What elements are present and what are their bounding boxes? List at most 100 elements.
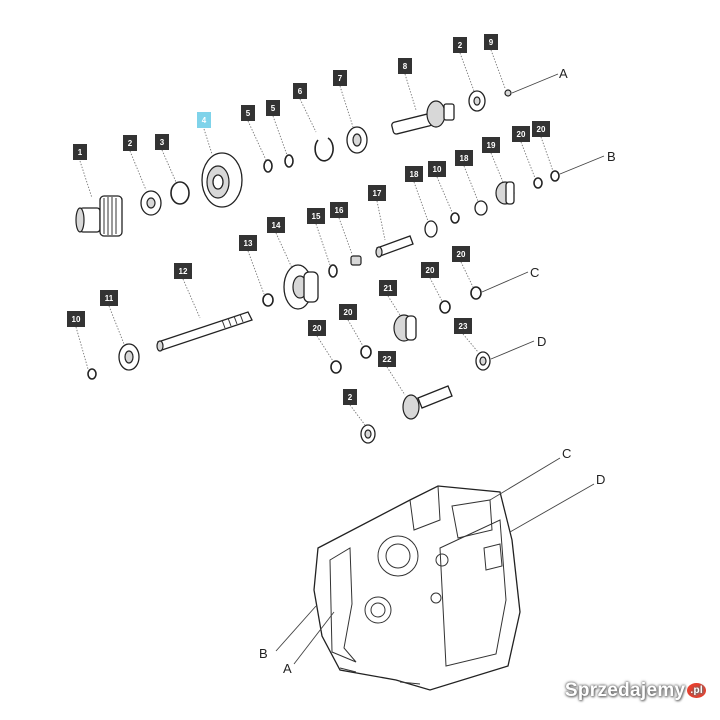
part-tag: 20 bbox=[339, 304, 357, 320]
part-5-ring-b bbox=[284, 154, 294, 168]
svg-text:20: 20 bbox=[517, 130, 526, 139]
svg-text:20: 20 bbox=[537, 125, 546, 134]
svg-text:2: 2 bbox=[458, 41, 463, 50]
svg-text:7: 7 bbox=[338, 74, 343, 83]
part-2-bearing-top bbox=[468, 90, 486, 112]
part-tag: 19 bbox=[482, 137, 500, 153]
part-tag: 14 bbox=[267, 217, 285, 233]
part-tag: 18 bbox=[455, 150, 473, 166]
gearbox-housing bbox=[313, 485, 521, 691]
part-tag: 3 bbox=[155, 134, 169, 150]
svg-text:3: 3 bbox=[160, 138, 165, 147]
part-10-ring-left bbox=[87, 368, 97, 380]
svg-text:4: 4 bbox=[202, 116, 207, 125]
part-4-clutch-drum bbox=[201, 152, 243, 208]
part-20-washer-d bbox=[470, 286, 482, 300]
part-tag: 6 bbox=[293, 83, 307, 99]
part-tag: 2 bbox=[343, 389, 357, 405]
part-16-needle-bearing bbox=[350, 255, 362, 266]
svg-text:17: 17 bbox=[373, 189, 382, 198]
part-1-gear-shaft bbox=[75, 195, 123, 237]
svg-text:21: 21 bbox=[384, 284, 393, 293]
watermark-logo: Sprzedajemy.pl bbox=[565, 680, 706, 702]
svg-text:10: 10 bbox=[433, 165, 442, 174]
svg-text:15: 15 bbox=[312, 212, 321, 221]
part-2-bearing-bottom bbox=[360, 424, 376, 444]
part-5-ring-a bbox=[263, 159, 273, 173]
svg-text:8: 8 bbox=[403, 62, 408, 71]
callout-letter: C bbox=[530, 265, 539, 280]
part-tag: 22 bbox=[378, 351, 396, 367]
svg-text:16: 16 bbox=[335, 206, 344, 215]
svg-text:2: 2 bbox=[348, 393, 353, 402]
callout-letters: A B C D C D B A bbox=[259, 66, 616, 676]
svg-text:12: 12 bbox=[179, 267, 188, 276]
part-tag: 16 bbox=[330, 202, 348, 218]
svg-text:20: 20 bbox=[344, 308, 353, 317]
part-tag: 8 bbox=[398, 58, 412, 74]
part-20-washer-b bbox=[550, 170, 560, 182]
svg-text:13: 13 bbox=[244, 239, 253, 248]
part-14-gear bbox=[283, 264, 319, 310]
callout-letter: B bbox=[607, 149, 616, 164]
svg-text:5: 5 bbox=[271, 104, 276, 113]
callout-letter: A bbox=[283, 661, 292, 676]
part-tag: 9 bbox=[484, 34, 498, 50]
part-tag: 12 bbox=[174, 263, 192, 279]
part-10-ring-mid bbox=[450, 212, 460, 224]
part-tags: 1 2 3 4 5 5 6 7 8 2 9 13 14 15 16 17 18 … bbox=[67, 34, 550, 405]
part-8-gear-shaft bbox=[391, 100, 455, 135]
part-tag: 10 bbox=[428, 161, 446, 177]
part-11-bearing bbox=[118, 343, 140, 371]
callout-letter: A bbox=[559, 66, 568, 81]
watermark-suffix: .pl bbox=[687, 683, 706, 699]
part-tag: 5 bbox=[241, 105, 255, 121]
part-18-bearing-a bbox=[424, 220, 438, 238]
leader-lines bbox=[75, 49, 554, 426]
part-tag: 21 bbox=[379, 280, 397, 296]
part-tag: 20 bbox=[512, 126, 530, 142]
svg-text:20: 20 bbox=[426, 266, 435, 275]
part-20-washer-f bbox=[360, 345, 372, 359]
svg-text:6: 6 bbox=[298, 87, 303, 96]
callout-letter: B bbox=[259, 646, 268, 661]
part-tag: 2 bbox=[123, 135, 137, 151]
svg-text:22: 22 bbox=[383, 355, 392, 364]
part-18-bearing-b bbox=[474, 200, 488, 216]
part-20-washer-c bbox=[439, 300, 451, 314]
part-tag: 13 bbox=[239, 235, 257, 251]
part-tag: 11 bbox=[100, 290, 118, 306]
part-21-gear bbox=[393, 314, 417, 342]
part-3-snap-ring bbox=[170, 181, 190, 205]
svg-text:9: 9 bbox=[489, 38, 494, 47]
part-17-shaft bbox=[375, 235, 414, 258]
svg-text:18: 18 bbox=[410, 170, 419, 179]
part-7-bearing bbox=[346, 126, 368, 154]
part-tag: 17 bbox=[368, 185, 386, 201]
part-12-main-shaft bbox=[156, 311, 253, 352]
part-19-gear bbox=[495, 181, 515, 205]
svg-text:1: 1 bbox=[78, 148, 83, 157]
part-tag: 1 bbox=[73, 144, 87, 160]
part-tag: 20 bbox=[452, 246, 470, 262]
part-9-ball bbox=[504, 89, 512, 97]
svg-text:20: 20 bbox=[457, 250, 466, 259]
part-tag: 20 bbox=[421, 262, 439, 278]
part-tag-highlighted: 4 bbox=[197, 112, 211, 128]
part-15-ring bbox=[328, 264, 338, 278]
svg-text:23: 23 bbox=[459, 322, 468, 331]
svg-text:14: 14 bbox=[272, 221, 281, 230]
part-20-washer-a bbox=[533, 177, 543, 189]
svg-text:5: 5 bbox=[246, 109, 251, 118]
callout-lines bbox=[275, 73, 605, 665]
callout-letter: D bbox=[537, 334, 546, 349]
part-tag: 23 bbox=[454, 318, 472, 334]
part-23-bearing bbox=[475, 351, 491, 371]
svg-text:2: 2 bbox=[128, 139, 133, 148]
svg-text:19: 19 bbox=[487, 141, 496, 150]
part-6-circlip bbox=[314, 137, 334, 162]
svg-text:18: 18 bbox=[460, 154, 469, 163]
svg-text:20: 20 bbox=[313, 324, 322, 333]
callout-letter: D bbox=[596, 472, 605, 487]
